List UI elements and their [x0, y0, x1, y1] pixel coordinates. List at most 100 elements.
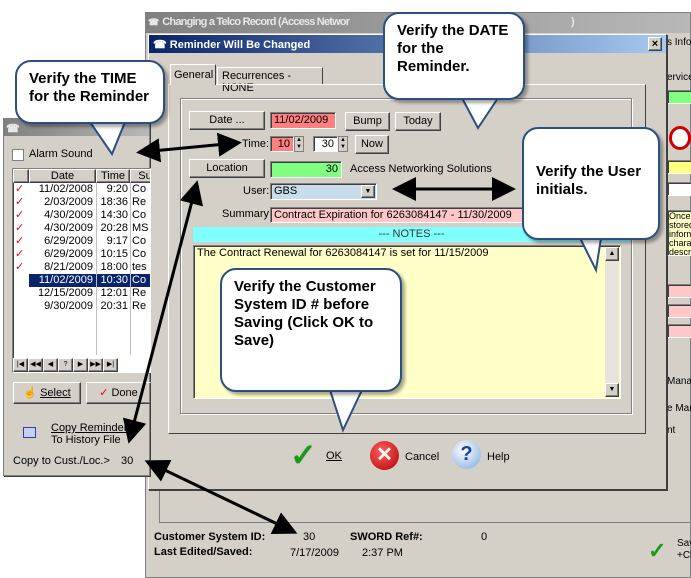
ok-label: OK [326, 450, 342, 462]
reminder-row[interactable]: 9/30/2009 20:31 Re [13, 300, 150, 313]
row-date: 6/29/2009 [44, 248, 93, 260]
copy-cust-label: Copy to Cust./Loc.> [13, 455, 110, 467]
copy-line-1: Copy Reminder [51, 422, 128, 434]
service-field[interactable] [667, 90, 691, 104]
edited-label: Last Edited/Saved: [154, 546, 253, 558]
hour-field[interactable]: 10 [270, 136, 294, 152]
done-check-icon: ✓ [15, 261, 25, 273]
nt-label: nt [667, 425, 676, 436]
row-date: 12/15/2009 [37, 287, 93, 299]
done-check-icon: ✓ [15, 183, 25, 195]
nav-button[interactable]: ◀◀ [28, 358, 43, 372]
cust-callout-tail [329, 389, 363, 433]
reminder-row[interactable]: ✓ 11/02/2008 9:20 Co [13, 183, 150, 196]
row-date: 11/02/2009 [38, 274, 93, 286]
alarm-clock-icon[interactable] [669, 126, 691, 150]
cust-id-callout: Verify the Customer System ID # before S… [220, 268, 402, 392]
description-field[interactable]: Oncestoredinformcharadescri [667, 210, 691, 256]
nav-button[interactable]: ? [58, 358, 73, 372]
header-check-col [13, 169, 29, 183]
help-button[interactable]: ? Help [452, 440, 517, 472]
mar-label: e Mar [667, 403, 691, 414]
copy-cust-value: 30 [121, 455, 134, 467]
save-check-icon[interactable]: ✓ [648, 538, 667, 563]
done-check-icon: ✓ [15, 209, 25, 221]
scroll-down-button[interactable]: ▼ [605, 383, 619, 397]
header-date[interactable]: Date [29, 169, 96, 183]
minute-spinner[interactable]: ▲▼ [338, 136, 348, 152]
sword-value: 0 [481, 531, 488, 543]
hand-pointer-icon: ☝ [23, 387, 41, 399]
cancel-button[interactable]: ✕ Cancel [370, 441, 445, 473]
row-time: 18:00 [100, 261, 128, 273]
row-date: 2/03/2009 [44, 196, 93, 208]
time-callout: Verify the TIME for the Reminder [15, 60, 165, 124]
pink-field-2[interactable] [667, 304, 691, 318]
notes-header: --- NOTES --- [193, 227, 630, 242]
cancel-x-icon: ✕ [370, 441, 399, 470]
save-button[interactable]: Sav+Cl [677, 538, 691, 562]
date-callout: Verify the DATE for the Reminder. [383, 12, 525, 100]
row-date: 4/30/2009 [44, 222, 93, 234]
record-navigator: |◀◀◀◀?▶▶▶▶| [13, 358, 118, 372]
save-label-2: +Cl [677, 550, 691, 561]
white-field[interactable] [667, 182, 691, 196]
scroll-up-button[interactable]: ▲ [605, 247, 619, 261]
user-dropdown-icon[interactable]: ▼ [361, 185, 375, 198]
user-callout: Verify the User initials. [522, 127, 660, 240]
cust-id-arrow [144, 459, 298, 535]
row-time: 18:36 [100, 196, 128, 208]
nav-button[interactable]: ▶▶ [88, 358, 103, 372]
done-check-icon: ✓ [15, 196, 25, 208]
pink-field-3[interactable] [667, 324, 691, 338]
date-callout-tail [461, 97, 499, 130]
tab-recurrences[interactable]: Recurrences - NONE [217, 67, 323, 94]
select-button[interactable]: ☝ Select [13, 382, 81, 404]
summary-label: Summary: [222, 208, 273, 220]
date-button[interactable]: Date ... [189, 111, 265, 130]
row-date: 11/02/2008 [38, 183, 93, 195]
date-field[interactable]: 11/02/2009 [270, 112, 336, 129]
today-button[interactable]: Today [395, 112, 441, 131]
row-time: 20:28 [100, 222, 128, 234]
nav-button[interactable]: ◀ [43, 358, 58, 372]
header-time[interactable]: Time [96, 169, 130, 183]
nav-button[interactable]: ▶| [103, 358, 118, 372]
user-select[interactable]: GBS [270, 183, 377, 200]
user-value: GBS [274, 185, 298, 197]
pink-field-1[interactable] [667, 284, 691, 298]
yellow-field[interactable] [667, 160, 691, 174]
notes-scrollbar[interactable]: ▲ ▼ [605, 247, 619, 397]
location-name: Access Networking Solutions [350, 163, 492, 175]
done-check-icon: ✓ [15, 222, 25, 234]
info-tab[interactable]: s Info [667, 37, 691, 48]
copy-history-icon[interactable] [23, 427, 36, 438]
desc-line: stored [669, 220, 691, 230]
nav-button[interactable]: ▶ [73, 358, 88, 372]
location-id-field[interactable]: 30 [270, 161, 342, 178]
tab-general[interactable]: General [170, 64, 216, 85]
desc-line: Once [669, 211, 691, 221]
bump-button[interactable]: Bump [345, 112, 390, 131]
alarm-sound-checkbox[interactable] [12, 149, 24, 161]
cust-id-value: 30 [303, 531, 316, 543]
now-button[interactable]: Now [355, 135, 389, 154]
row-date: 9/30/2009 [44, 300, 93, 312]
telco-title-end: ) [571, 16, 575, 28]
service-label: ervice [667, 72, 691, 83]
nav-button[interactable]: |◀ [13, 358, 28, 372]
desc-line: descri [669, 247, 691, 256]
hour-spinner[interactable]: ▲▼ [294, 136, 304, 152]
minute-field[interactable]: 30 [313, 136, 338, 152]
save-label: Sav [677, 538, 691, 549]
close-button[interactable]: × [648, 37, 662, 51]
done-check-icon: ✓ [99, 387, 112, 399]
edited-date: 7/17/2009 [290, 547, 339, 559]
row-time: 20:31 [100, 300, 128, 312]
done-check-icon: ✓ [15, 235, 25, 247]
row-date: 8/21/2009 [44, 261, 93, 273]
phone-icon: ☎ [148, 17, 160, 27]
desc-line: inform [669, 229, 691, 239]
